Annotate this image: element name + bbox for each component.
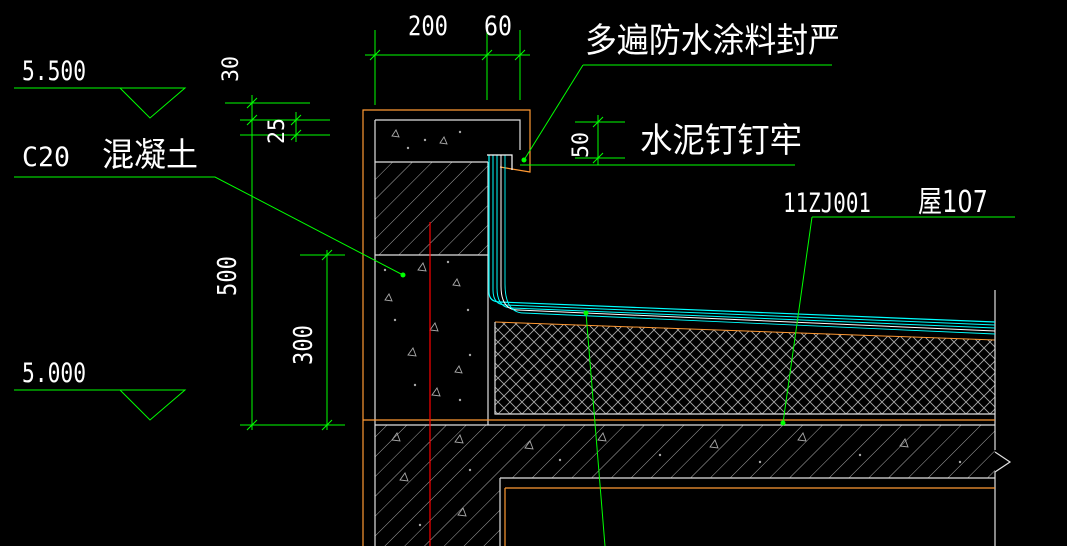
parapet-upper-hatch [375,162,488,255]
lower-wall-hatch [375,478,500,546]
dim-25-text: 25 [265,118,290,144]
waterproof-membrane [487,154,996,335]
concrete-word-text: 混凝土 [102,135,198,174]
parapet-structure [362,109,1012,546]
dim-50-text: 50 [569,132,594,158]
leader-lines [14,64,1015,546]
dim-200-text: 200 [408,11,448,42]
dim-300-text: 300 [289,325,319,365]
screed-line [494,321,996,341]
dim-60-text: 60 [484,11,512,42]
roof-slab-hatch [375,425,995,478]
dimension-lines [14,30,625,431]
insulation-layer [495,322,995,414]
elevation-bottom-text: 5.000 [22,358,86,389]
elevation-top-text: 5.500 [22,56,86,87]
plaster-outline [362,109,995,546]
dim-500-text: 500 [213,256,243,296]
leader-dots [400,157,786,426]
concrete-grade-text: C20 [22,142,70,173]
structure-outlines [374,119,1012,546]
atlas-code-text: 11ZJ001 [783,188,871,219]
roof-code-text: 屋107 [918,185,988,220]
dim-30-text: 30 [219,56,244,82]
cement-nail-label: 水泥钉钉牢 [640,121,802,161]
waterproof-coating-label: 多遍防水涂料封严 [585,21,840,61]
